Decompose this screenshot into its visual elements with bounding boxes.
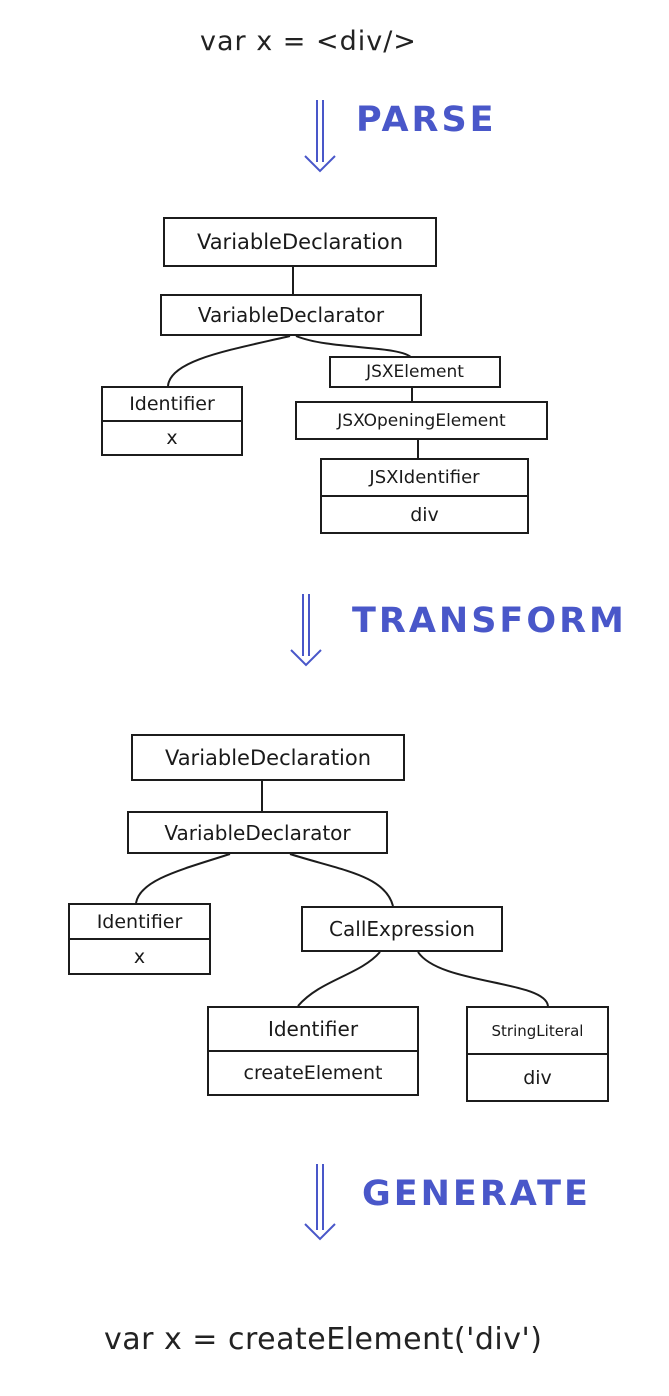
source-code: var x = <div/>	[200, 26, 417, 57]
node-label: VariableDeclaration	[164, 745, 372, 770]
node-type: StringLiteral	[491, 1021, 584, 1040]
stage-generate-label: GENERATE	[362, 1174, 591, 1214]
edge-call-argument	[417, 951, 549, 1007]
node-type: Identifier	[96, 910, 183, 933]
node-label: CallExpression	[329, 917, 475, 941]
stage-transform-label: TRANSFORM	[352, 601, 627, 641]
node-label: JSXElement	[366, 362, 464, 382]
node-variable-declaration-before: VariableDeclaration	[163, 217, 437, 267]
node-variable-declaration-after: VariableDeclaration	[131, 734, 405, 781]
node-jsx-element: JSXElement	[329, 356, 501, 388]
node-type: Identifier	[267, 1017, 359, 1041]
node-value: createElement	[209, 1050, 417, 1094]
edge-declarator-callexpression	[289, 853, 394, 907]
node-string-literal: StringLiteral div	[466, 1006, 609, 1102]
node-jsx-identifier: JSXIdentifier div	[320, 458, 529, 534]
node-jsx-opening-element: JSXOpeningElement	[295, 401, 548, 440]
node-identifier-before: Identifier x	[101, 386, 243, 456]
node-identifier-after: Identifier x	[68, 903, 211, 975]
node-variable-declarator-after: VariableDeclarator	[127, 811, 388, 854]
node-label: VariableDeclarator	[197, 303, 385, 327]
node-type: JSXIdentifier	[369, 467, 480, 488]
node-variable-declarator-before: VariableDeclarator	[160, 294, 422, 336]
node-label: VariableDeclaration	[196, 230, 404, 254]
node-value: div	[468, 1053, 607, 1100]
node-value: x	[103, 420, 241, 454]
stage-parse-label: PARSE	[356, 100, 497, 140]
node-type: Identifier	[129, 393, 215, 415]
edge-declarator-jsxelement	[295, 335, 413, 359]
node-call-expression: CallExpression	[301, 906, 503, 952]
edge-call-callee	[297, 951, 381, 1007]
edge-declarator-identifier-2	[135, 853, 231, 904]
node-label: JSXOpeningElement	[337, 410, 506, 431]
edge-declarator-identifier-1	[167, 335, 291, 387]
node-value: div	[322, 495, 527, 532]
generate-arrow-icon	[304, 1164, 336, 1241]
transform-arrow-icon	[290, 594, 322, 667]
node-callee-identifier: Identifier createElement	[207, 1006, 419, 1096]
node-value: x	[70, 938, 209, 973]
output-code: var x = createElement('div')	[104, 1322, 543, 1357]
node-label: VariableDeclarator	[164, 820, 351, 845]
parse-arrow-icon	[304, 100, 336, 173]
